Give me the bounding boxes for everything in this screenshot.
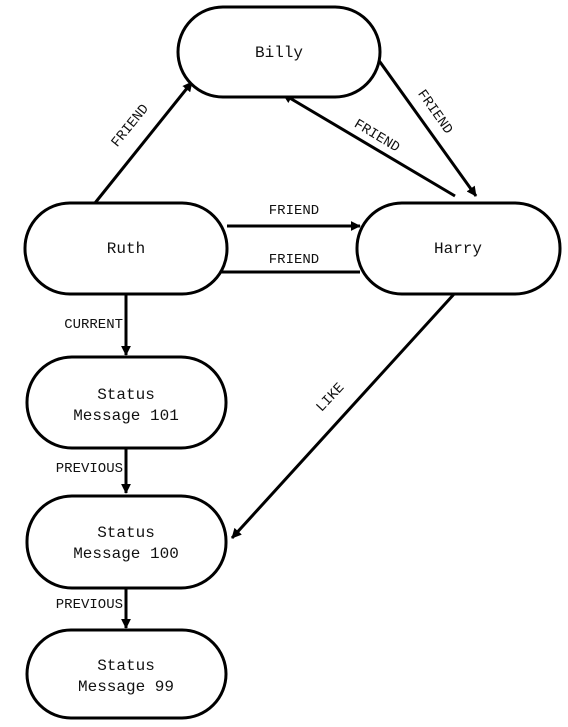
node-ruth-shape xyxy=(23,201,229,296)
node-status101[interactable]: Status Message 101 xyxy=(25,355,228,450)
edge-harry-to-ruth-label: FRIEND xyxy=(269,252,319,268)
node-harry[interactable]: Harry xyxy=(355,201,562,296)
node-harry-shape xyxy=(355,201,562,296)
edge-harry-to-ruth: FRIEND xyxy=(207,252,360,277)
node-status99-shape xyxy=(25,628,228,720)
edge-ruth-to-harry-label: FRIEND xyxy=(269,203,319,219)
edge-status100-to-status99-label: PREVIOUS xyxy=(56,597,123,613)
edge-harry-to-status100-label: LIKE xyxy=(313,380,348,415)
edge-ruth-to-billy: FRIEND xyxy=(93,81,194,204)
node-status101-label-line2: Message 101 xyxy=(73,407,179,425)
edge-ruth-to-billy-line xyxy=(93,81,194,204)
node-status100-shape xyxy=(25,494,228,590)
edge-status101-to-status100: PREVIOUS xyxy=(56,448,131,494)
node-status100[interactable]: Status Message 100 xyxy=(25,494,228,590)
node-status99-label-line2: Message 99 xyxy=(78,678,174,696)
edge-ruth-to-status101: CURRENT xyxy=(64,294,131,356)
node-ruth[interactable]: Ruth xyxy=(23,201,229,296)
edge-harry-to-status100-line xyxy=(230,291,457,540)
node-status99-label-line1: Status xyxy=(97,657,155,675)
edge-status101-to-status100-label: PREVIOUS xyxy=(56,461,123,477)
node-billy-shape xyxy=(176,5,382,99)
node-status100-label-line1: Status xyxy=(97,524,155,542)
node-status101-label-line1: Status xyxy=(97,386,155,404)
edge-ruth-to-harry: FRIEND xyxy=(227,203,361,231)
edge-billy-to-harry-line xyxy=(373,54,478,197)
edge-ruth-to-billy-label: FRIEND xyxy=(109,101,153,150)
node-status100-label-line2: Message 100 xyxy=(73,545,179,563)
node-billy-label: Billy xyxy=(255,44,303,62)
node-harry-label: Harry xyxy=(434,240,482,258)
edge-ruth-to-status101-label: CURRENT xyxy=(64,317,123,333)
edge-harry-to-status100: LIKE xyxy=(230,291,457,540)
edge-status100-to-status99: PREVIOUS xyxy=(56,588,131,629)
node-status99[interactable]: Status Message 99 xyxy=(25,628,228,720)
node-billy[interactable]: Billy xyxy=(176,5,382,99)
node-ruth-label: Ruth xyxy=(107,240,145,258)
edge-billy-to-harry: FRIEND xyxy=(373,54,478,197)
node-status101-shape xyxy=(25,355,228,450)
edge-billy-to-harry-label: FRIEND xyxy=(413,87,455,137)
edge-harry-to-billy-line xyxy=(282,92,456,198)
